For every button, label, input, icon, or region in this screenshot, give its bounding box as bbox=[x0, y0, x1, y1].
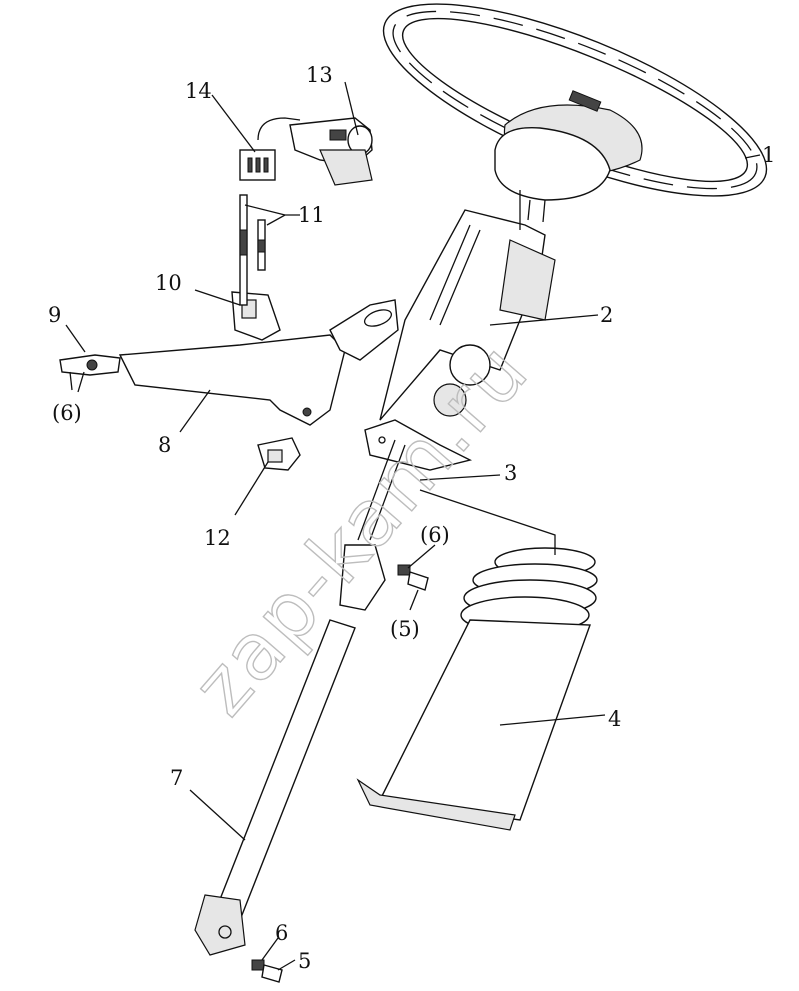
block-10 bbox=[231, 291, 281, 341]
dust-boot bbox=[356, 547, 598, 831]
bolt-nut-lower bbox=[251, 959, 283, 983]
label-13: 13 bbox=[306, 63, 333, 87]
callout-labels: 1 2 3 4 5 6 (5) (6) (6) 7 8 9 10 11 12 1… bbox=[48, 63, 775, 973]
label-14: 14 bbox=[185, 79, 212, 103]
label-5: 5 bbox=[298, 949, 311, 973]
label-12: 12 bbox=[204, 526, 231, 550]
rods-11 bbox=[239, 194, 266, 306]
label-2: 2 bbox=[600, 303, 613, 327]
label-3: 3 bbox=[504, 461, 517, 485]
label-8: 8 bbox=[158, 433, 171, 457]
steering-wheel bbox=[382, 3, 768, 223]
label-10: 10 bbox=[155, 271, 182, 295]
switch-9 bbox=[59, 354, 121, 376]
label-11: 11 bbox=[298, 203, 325, 227]
label-7: 7 bbox=[170, 766, 183, 790]
label-5-paren: (5) bbox=[390, 617, 420, 641]
label-6-paren-upper: (6) bbox=[420, 523, 450, 547]
ignition-lock bbox=[289, 117, 373, 186]
leader-lines bbox=[65, 81, 761, 971]
label-6: 6 bbox=[275, 921, 288, 945]
bolt-nut-upper bbox=[397, 564, 429, 591]
wire-connector bbox=[239, 117, 301, 181]
intermediate-shaft bbox=[194, 439, 406, 956]
bracket bbox=[364, 419, 473, 471]
label-4: 4 bbox=[608, 707, 621, 731]
label-9: 9 bbox=[48, 303, 61, 327]
steering-column-upper bbox=[379, 190, 556, 421]
label-1: 1 bbox=[762, 143, 775, 167]
clip-12 bbox=[257, 437, 301, 471]
mounting-bracket bbox=[118, 299, 399, 426]
label-6-paren-left: (6) bbox=[52, 401, 82, 425]
